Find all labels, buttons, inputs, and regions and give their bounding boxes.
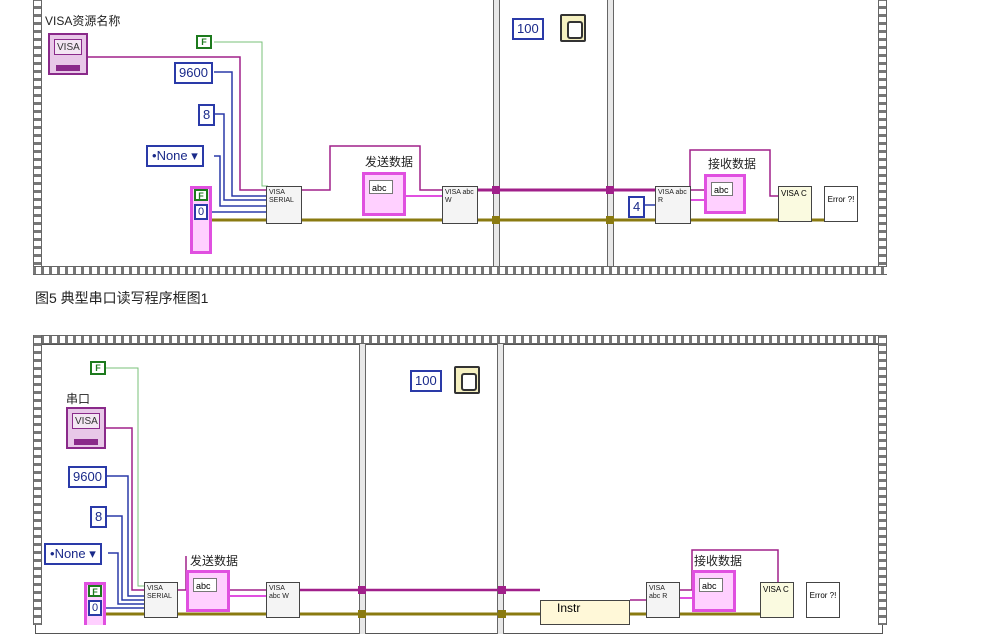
flow-control-control[interactable]: F 0 [84, 582, 106, 625]
receive-data-indicator: abc [704, 174, 746, 214]
baud-rate-constant[interactable]: 9600 [68, 466, 107, 488]
send-data-label: 发送数据 [190, 554, 239, 568]
receive-string-text: abc [711, 182, 733, 196]
visa-read-node[interactable]: VISA abc R [646, 582, 680, 618]
sequence-frame-2 [497, 0, 611, 274]
parity-enum[interactable]: •None ▾ [146, 145, 204, 167]
baud-rate-constant[interactable]: 9600 [174, 62, 213, 84]
wait-ms-node[interactable] [560, 14, 586, 42]
simple-error-handler-node[interactable]: Error ?! [806, 582, 840, 618]
diagram-1 [33, 0, 887, 282]
visa-io-tag [56, 65, 80, 71]
data-bits-constant[interactable]: 8 [198, 104, 216, 126]
send-string-text: abc [193, 578, 217, 592]
visa-write-node[interactable]: VISA abc W [266, 582, 300, 618]
frame-separator [607, 0, 614, 274]
send-string-text: abc [369, 180, 393, 194]
parity-enum[interactable]: •None ▾ [44, 543, 102, 565]
visa-control-text: VISA [54, 39, 82, 55]
flow-control-control[interactable]: F 0 [190, 186, 212, 254]
serial-port-label: 串口 [66, 392, 91, 406]
figure-caption: 图5 典型串口读写程序框图1 [35, 290, 209, 306]
data-bits-constant[interactable]: 8 [90, 506, 108, 528]
visa-read-node[interactable]: VISA abc R [655, 186, 691, 224]
visa-configure-serial-node[interactable]: VISA SERIAL [266, 186, 302, 224]
receive-data-label: 接收数据 [694, 554, 743, 568]
bytes-at-port-property-node[interactable]: Instr [540, 600, 630, 625]
frame-separator [493, 0, 500, 274]
visa-io-tag [74, 439, 98, 445]
visa-resource-control[interactable]: VISA [48, 33, 88, 75]
flow-control-value: 0 [194, 204, 208, 220]
film-edge-left [33, 335, 42, 625]
wait-ms-node[interactable] [454, 366, 480, 394]
visa-control-text: VISA [72, 413, 100, 429]
film-strip-bottom [33, 266, 887, 275]
receive-data-label: 接收数据 [708, 157, 757, 171]
flow-control-value: 0 [88, 600, 102, 616]
receive-string-text: abc [699, 578, 723, 592]
serial-port-visa-control[interactable]: VISA [66, 407, 106, 449]
dropdown-arrow-icon: ▾ [85, 546, 96, 561]
send-data-control[interactable]: abc [362, 172, 406, 216]
visa-write-node[interactable]: VISA abc W [442, 186, 478, 224]
parity-value: None [156, 148, 188, 163]
receive-data-indicator: abc [692, 570, 736, 612]
dropdown-arrow-icon: ▾ [187, 148, 198, 163]
film-edge-right [878, 335, 887, 625]
enum-dot-icon: • [50, 546, 55, 561]
bool-constant[interactable]: F [90, 361, 106, 375]
parity-value: None [54, 546, 86, 561]
byte-count-constant[interactable]: 4 [628, 196, 646, 218]
flow-bool-constant: F [88, 585, 102, 597]
enum-dot-icon: • [152, 148, 157, 163]
frame-separator [359, 344, 366, 634]
visa-resource-label: VISA资源名称 [45, 14, 121, 28]
clock-icon [567, 21, 583, 39]
film-strip-top [33, 335, 887, 344]
bool-constant[interactable]: F [196, 35, 212, 49]
simple-error-handler-node[interactable]: Error ?! [824, 186, 858, 222]
send-data-label: 发送数据 [365, 155, 414, 169]
film-edge-right [878, 0, 887, 274]
sequence-frame-1 [35, 0, 497, 274]
flow-bool-constant: F [194, 189, 208, 201]
visa-close-node[interactable]: VISA C [760, 582, 794, 618]
visa-configure-serial-node[interactable]: VISA SERIAL [144, 582, 178, 618]
film-edge-left [33, 0, 42, 274]
frame-separator [497, 344, 504, 634]
visa-close-node[interactable]: VISA C [778, 186, 812, 222]
wait-ms-constant[interactable]: 100 [410, 370, 442, 392]
clock-icon [461, 373, 477, 391]
wait-ms-constant[interactable]: 100 [512, 18, 544, 40]
send-data-control[interactable]: abc [186, 570, 230, 612]
